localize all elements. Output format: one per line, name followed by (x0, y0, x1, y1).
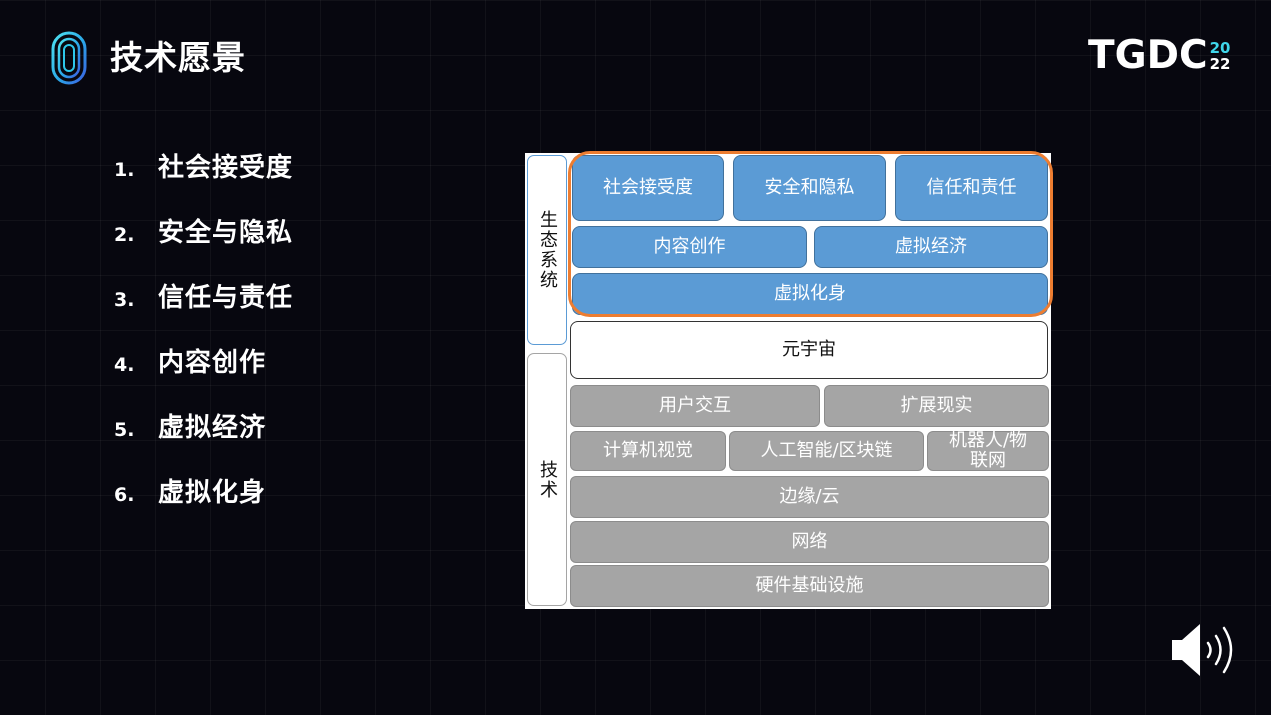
robotics-iot-box: 机器人/物联网 (927, 431, 1049, 471)
brand-year-bottom: 22 (1209, 55, 1231, 73)
list-item: 5. 虚拟经济 (114, 408, 293, 473)
virtual-avatar-box: 虚拟化身 (572, 273, 1048, 315)
tgdc-brand-logo: TGDC 20 22 (1088, 36, 1230, 76)
list-item-label: 虚拟经济 (158, 413, 267, 443)
page-title: 技术愿景 (110, 38, 246, 77)
virtual-economy-box: 虚拟经济 (814, 226, 1048, 268)
list-item-label: 安全与隐私 (158, 218, 294, 248)
network-box: 网络 (570, 521, 1049, 563)
list-item-number: 3. (114, 289, 135, 311)
list-item: 3. 信任与责任 (114, 278, 293, 343)
content-creation-box: 内容创作 (572, 226, 807, 268)
vision-list: 1. 社会接受度 2. 安全与隐私 3. 信任与责任 4. 内容创作 5. 虚拟… (114, 148, 293, 538)
speaker-icon[interactable] (1168, 618, 1244, 682)
list-item-number: 2. (114, 224, 135, 246)
list-item: 2. 安全与隐私 (114, 213, 293, 278)
ecosystem-side-label: 生态系统 (527, 155, 567, 345)
list-item: 4. 内容创作 (114, 343, 293, 408)
brand-year-top: 20 (1209, 39, 1231, 57)
brand-text: TGDC (1088, 33, 1208, 78)
hardware-infrastructure-box: 硬件基础设施 (570, 565, 1049, 607)
list-item-number: 5. (114, 419, 135, 441)
brand-year: 20 22 (1210, 40, 1231, 72)
tgdc-ring-logo-icon (51, 31, 87, 85)
list-item-label: 内容创作 (158, 348, 267, 378)
extended-reality-box: 扩展现实 (824, 385, 1049, 427)
metaverse-layer-diagram: 生态系统 技术 社会接受度 安全和隐私 信任和责任 内容创作 虚拟经济 虚拟化身… (525, 151, 1053, 609)
social-acceptance-box: 社会接受度 (572, 155, 724, 221)
list-item-number: 1. (114, 159, 135, 181)
list-item-number: 6. (114, 484, 135, 506)
edge-cloud-box: 边缘/云 (570, 476, 1049, 518)
user-interaction-box: 用户交互 (570, 385, 820, 427)
metaverse-box: 元宇宙 (570, 321, 1048, 379)
list-item-label: 信任与责任 (158, 283, 294, 313)
technology-side-label: 技术 (527, 353, 567, 606)
list-item-label: 虚拟化身 (158, 478, 267, 508)
security-privacy-box: 安全和隐私 (733, 155, 886, 221)
list-item-number: 4. (114, 354, 135, 376)
ai-blockchain-box: 人工智能/区块链 (729, 431, 924, 471)
list-item-label: 社会接受度 (158, 153, 294, 183)
list-item: 6. 虚拟化身 (114, 473, 293, 538)
trust-responsibility-box: 信任和责任 (895, 155, 1048, 221)
list-item: 1. 社会接受度 (114, 148, 293, 213)
computer-vision-box: 计算机视觉 (570, 431, 726, 471)
